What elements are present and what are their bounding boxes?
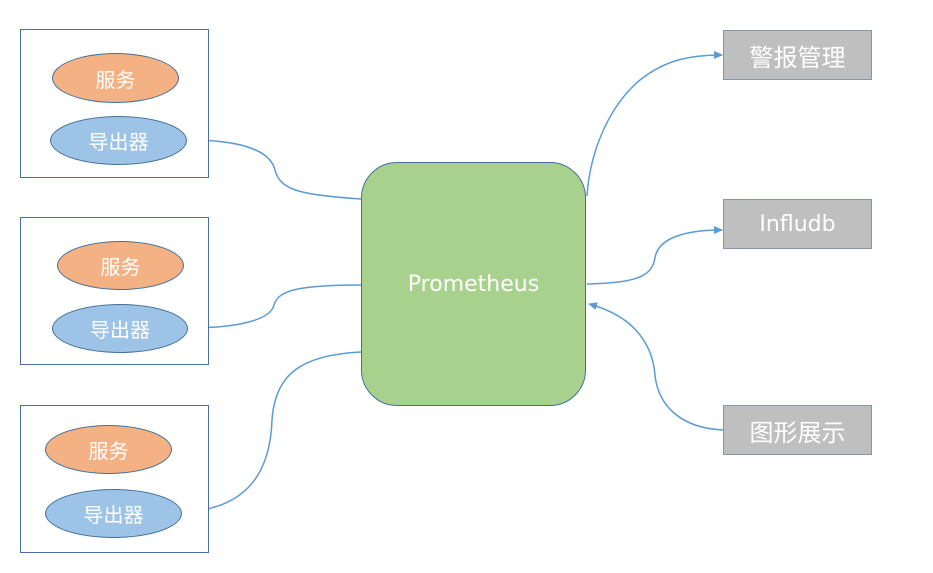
connector-graph-core — [588, 302, 724, 431]
service-node-1: 服务 — [52, 53, 179, 103]
exporter-node-1: 导出器 — [50, 116, 187, 165]
service-node-2: 服务 — [57, 241, 184, 290]
connector-core-exporter-2 — [187, 284, 362, 332]
graph-display-node: 图形展示 — [723, 405, 872, 455]
influxdb-node: Infludb — [723, 199, 872, 249]
exporter-node-3: 导出器 — [45, 489, 182, 538]
connector-core-exporter-3 — [181, 351, 362, 516]
connector-core-alert — [586, 51, 723, 197]
connector-core-infludb — [586, 226, 723, 285]
alert-manager-node: 警报管理 — [723, 30, 872, 80]
service-node-3: 服务 — [45, 425, 172, 474]
connector-core-exporter-1 — [187, 136, 362, 200]
prometheus-node: Prometheus — [361, 162, 586, 406]
exporter-node-2: 导出器 — [52, 304, 188, 353]
